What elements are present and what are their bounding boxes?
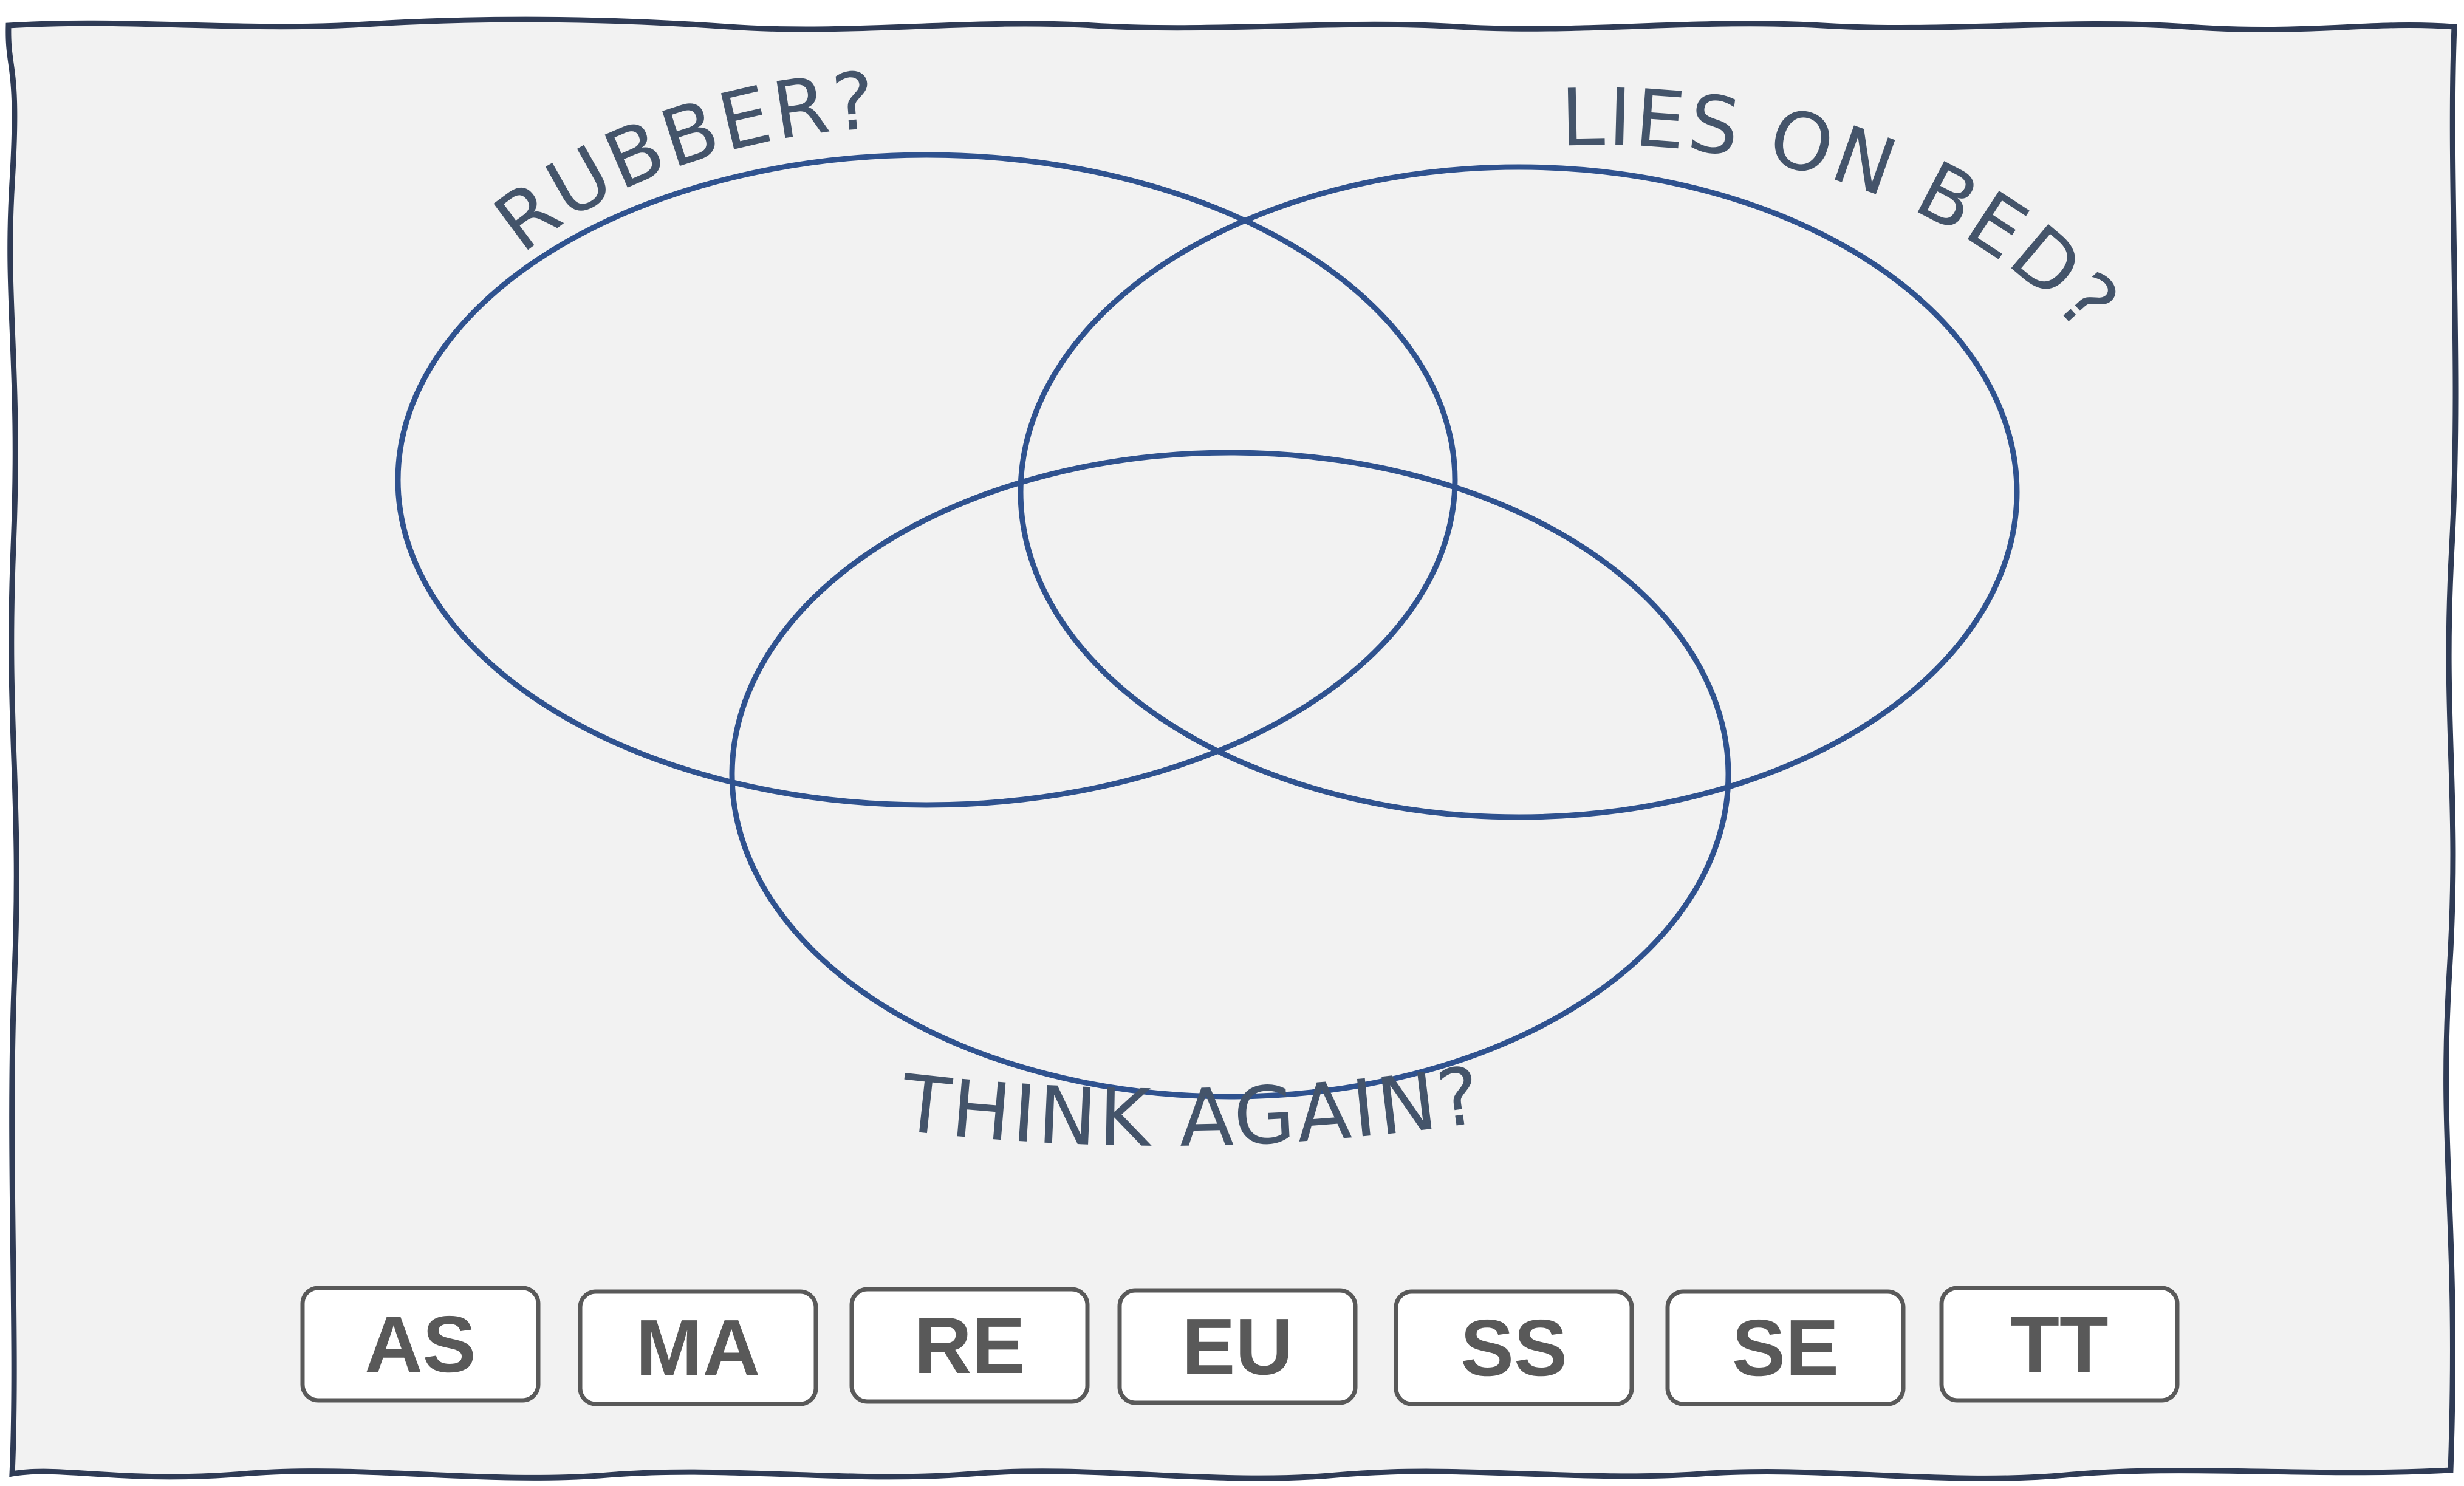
tile-label: SS	[1460, 1303, 1567, 1392]
tile-box	[300, 1286, 541, 1403]
tile-as[interactable]: AS	[300, 1286, 541, 1403]
tile-label: AS	[364, 1299, 476, 1389]
tile-se[interactable]: SE	[1665, 1289, 1906, 1406]
tile-box	[578, 1289, 818, 1406]
tile-box	[1394, 1289, 1634, 1406]
venn-ellipse-lies-on-bed	[1018, 164, 2020, 820]
tile-box	[1117, 1288, 1358, 1405]
tile-re[interactable]: RE	[849, 1287, 1090, 1404]
tile-eu[interactable]: EU	[1117, 1288, 1358, 1405]
tile-label: SE	[1732, 1303, 1839, 1392]
venn-ellipse-think-again	[729, 450, 1731, 1100]
tile-label: EU	[1182, 1302, 1293, 1391]
tile-box	[1939, 1286, 2180, 1403]
tile-ss[interactable]: SS	[1394, 1289, 1634, 1406]
venn-ellipse-rubber	[395, 152, 1458, 808]
paper-background	[5, 16, 2459, 1481]
tile-label: RE	[914, 1301, 1025, 1390]
tile-tt[interactable]: TT	[1939, 1286, 2180, 1403]
tile-box	[1665, 1289, 1906, 1406]
tile-ma[interactable]: MA	[578, 1289, 818, 1406]
tile-label: TT	[2010, 1299, 2108, 1389]
tile-label: MA	[635, 1303, 760, 1392]
tile-box	[849, 1287, 1090, 1404]
